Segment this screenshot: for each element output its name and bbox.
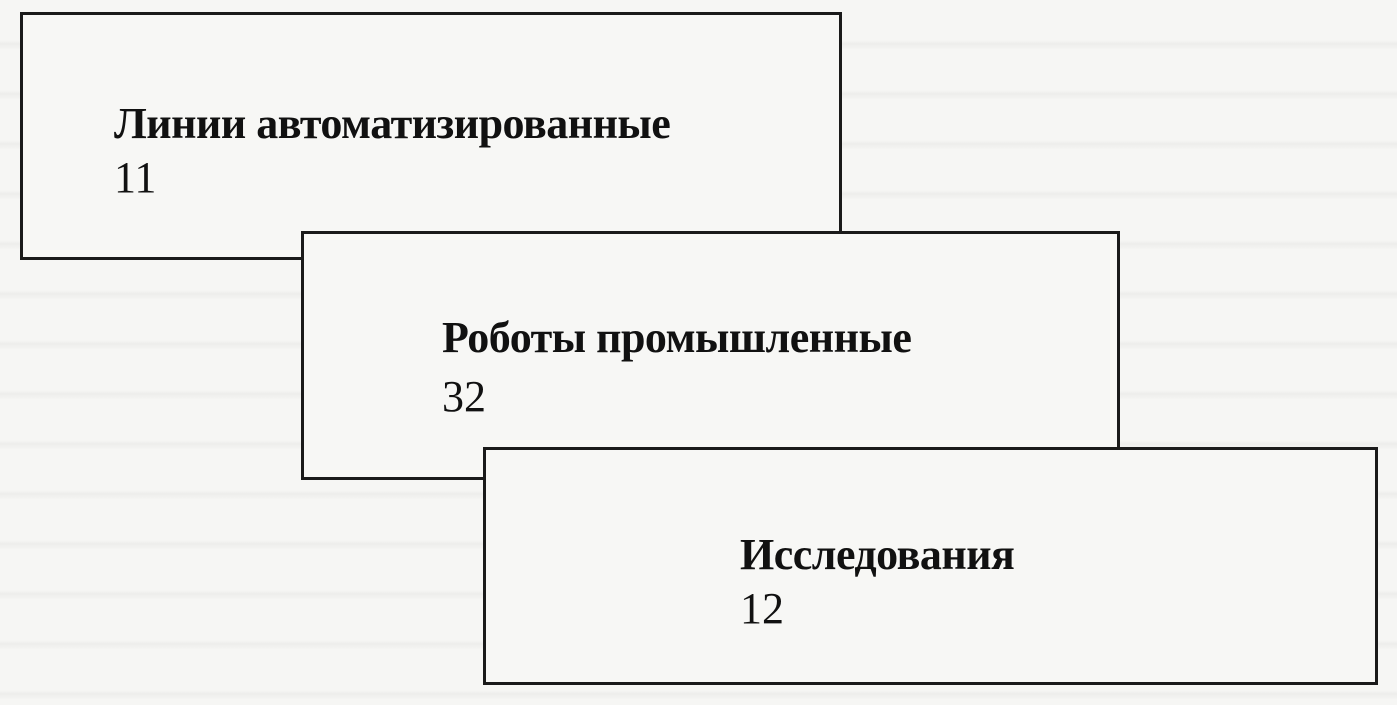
category-value: 32 — [442, 372, 486, 421]
category-label: Исследования — [740, 530, 1015, 579]
category-box-research: Исследования 12 — [483, 447, 1378, 685]
category-box-industrial-robots: Роботы промышленные 32 — [301, 231, 1120, 480]
category-value: 11 — [114, 153, 157, 202]
category-label: Линии автоматизированные — [114, 99, 671, 148]
category-label: Роботы промышленные — [442, 313, 912, 362]
category-value: 12 — [740, 584, 784, 633]
category-box-automated-lines: Линии автоматизированные 11 — [20, 12, 842, 260]
